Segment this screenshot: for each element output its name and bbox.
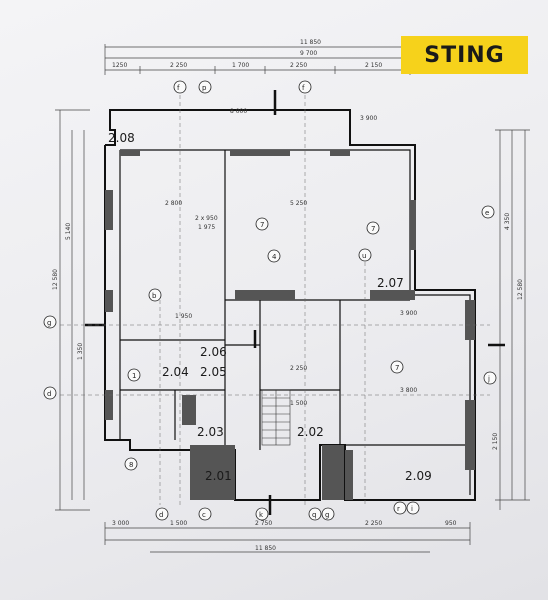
top-dimension-lines [104, 44, 430, 75]
dim-right-2: 4 350 [504, 213, 511, 230]
left-dimension-lines [55, 109, 90, 511]
dim-top-5: 2 150 [365, 62, 382, 69]
axis-label-7b: 7 [371, 225, 375, 233]
dim-mid-4: 2 800 [165, 200, 182, 207]
dim-mid-5: 1 950 [175, 313, 192, 320]
dim-mid-3: 5 250 [290, 200, 307, 207]
axis-label-f-2: f [302, 84, 305, 92]
dim-bottom-3: 2 750 [255, 520, 272, 527]
axis-circles [43, 80, 497, 521]
axis-label-j: j [487, 375, 490, 383]
room-label-2-06: 2.06 [200, 345, 227, 359]
axis-label-q: q [312, 511, 316, 519]
grid-lines [60, 95, 490, 505]
dim-mid-1: 8 000 [230, 108, 247, 115]
axis-label-g-2: g [325, 511, 329, 519]
axis-label-7a: 7 [260, 221, 264, 229]
sting-logo: STING [401, 36, 528, 74]
axis-label-7c: 7 [395, 364, 399, 372]
dim-mid-10: 2 x 950 [195, 215, 218, 222]
axis-label-d: d [47, 390, 51, 398]
dim-top-3: 1 700 [232, 62, 249, 69]
axis-label-c: c [202, 511, 206, 519]
room-label-2-08: 2.08 [108, 131, 135, 145]
wall-blocks [105, 150, 475, 500]
axis-label-g: g [47, 319, 51, 327]
dim-left-1: 12 580 [52, 269, 59, 290]
axis-label-1: 1 [132, 372, 136, 380]
room-label-2-01: 2.01 [205, 469, 232, 483]
dim-mid-7: 2 250 [290, 365, 307, 372]
section-markers [85, 90, 505, 515]
dim-mid-9: 3 800 [400, 387, 417, 394]
dim-top-1: 1250 [112, 62, 127, 69]
axis-label-i: i [411, 505, 413, 513]
dim-bottom-1: 3 000 [112, 520, 129, 527]
dim-right-3: 2 150 [492, 433, 499, 450]
dim-bottom-2: 1 500 [170, 520, 187, 527]
axis-label-k: k [259, 511, 264, 519]
dim-mid-8: 1 500 [290, 400, 307, 407]
room-label-2-09: 2.09 [405, 469, 432, 483]
room-label-2-07: 2.07 [377, 276, 404, 290]
axis-label-p: p [202, 84, 207, 92]
dim-top-4: 2 250 [290, 62, 307, 69]
right-dimension-lines [495, 129, 530, 510]
staircase [261, 389, 291, 446]
axis-label-e: e [485, 209, 489, 217]
axis-label-f: f [177, 84, 180, 92]
dim-top-total: 11 850 [300, 39, 321, 46]
outer-walls [104, 109, 476, 501]
room-label-2-02: 2.02 [297, 425, 324, 439]
axis-label-8: 8 [129, 461, 133, 469]
dim-bottom-5: 950 [445, 520, 457, 527]
dim-top-sub: 9 700 [300, 50, 317, 57]
dim-mid-11: 1 975 [198, 224, 215, 231]
dim-right-1: 12 580 [517, 279, 524, 300]
axis-label-4: 4 [272, 253, 277, 261]
axis-label-d-2: d [159, 511, 163, 519]
room-label-2-05: 2.05 [200, 365, 227, 379]
bottom-dimension-lines [104, 522, 471, 553]
dim-left-2: 5 140 [65, 223, 72, 240]
axis-label-r: r [397, 505, 400, 513]
room-label-2-04: 2.04 [162, 365, 189, 379]
room-label-2-03: 2.03 [197, 425, 224, 439]
axis-label-b: b [152, 292, 157, 300]
dim-left-3: 1 350 [77, 343, 84, 360]
dim-mid-2: 3 900 [360, 115, 377, 122]
dim-mid-6: 3 900 [400, 310, 417, 317]
axis-label-u: u [362, 252, 366, 260]
dim-bottom-total: 11 850 [255, 545, 276, 552]
dim-top-2: 2 250 [170, 62, 187, 69]
dim-bottom-4: 2 250 [365, 520, 382, 527]
